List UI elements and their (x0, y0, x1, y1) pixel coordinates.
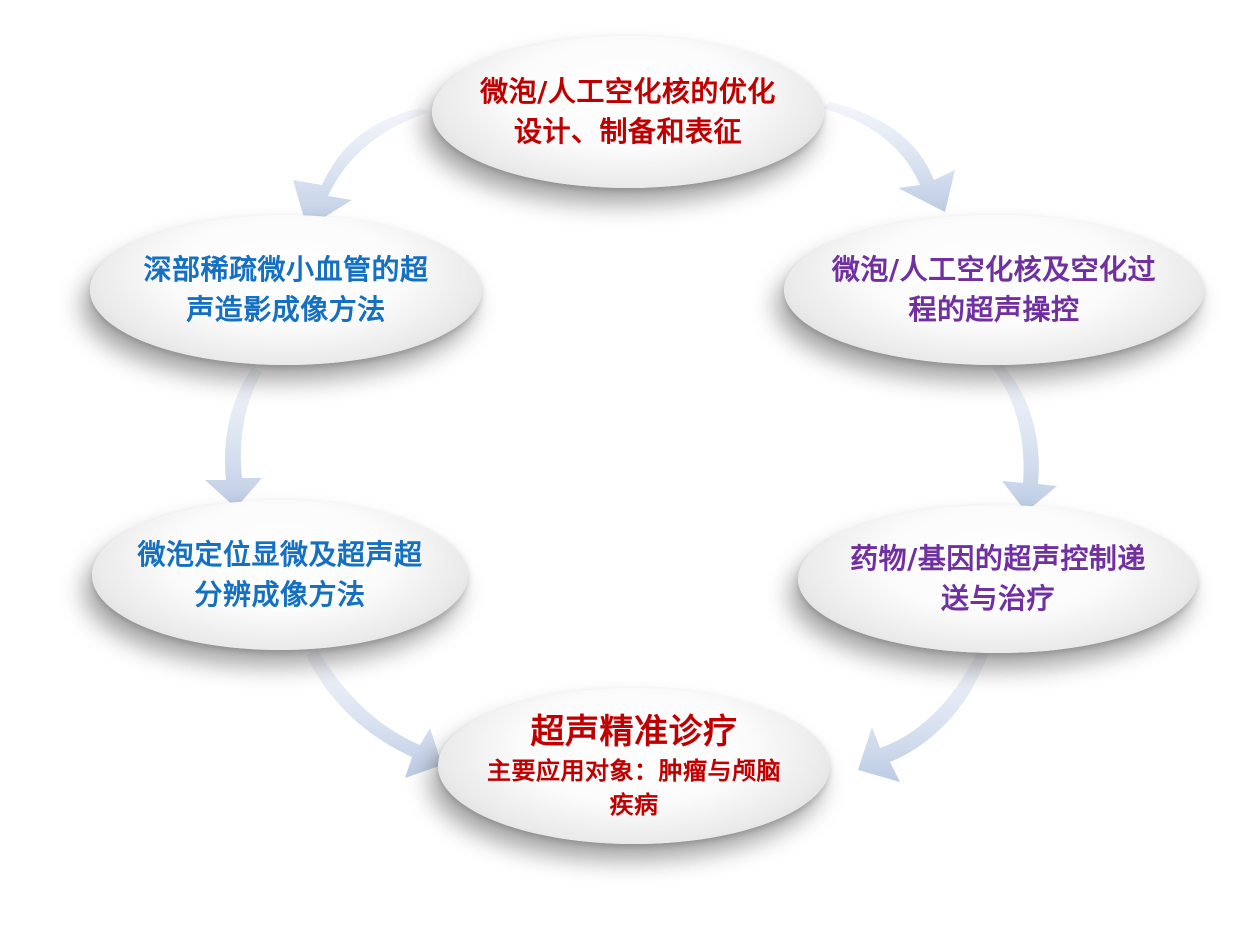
arrow-left-lower-to-bottom (306, 650, 442, 778)
node-right-upper: 微泡/人工空化核及空化过 程的超声操控 (784, 215, 1204, 365)
node-right-lower-line1: 药物/基因的超声控制递 (850, 542, 1146, 575)
node-left-lower-line2: 分辨成像方法 (194, 578, 366, 611)
node-left-upper: 深部稀疏微小血管的超 声造影成像方法 (90, 215, 482, 365)
arrow-top-to-left-upper (293, 108, 430, 228)
node-left-lower-line1: 微泡定位显微及超声超 (137, 538, 423, 571)
arrow-right-lower-to-bottom (858, 650, 988, 782)
node-right-upper-line1: 微泡/人工空化核及空化过 (831, 253, 1157, 286)
node-top-line1: 微泡/人工空化核的优化 (480, 75, 776, 108)
arrows-layer (205, 102, 1057, 782)
node-bottom-subtitle-line1: 主要应用对象：肿瘤与颅脑 (487, 757, 781, 785)
node-top-line2: 设计、制备和表征 (513, 115, 742, 148)
node-right-upper-line2: 程的超声操控 (908, 293, 1080, 326)
arrow-right-upper-to-right-lower (992, 364, 1057, 512)
node-top: 微泡/人工空化核的优化 设计、制备和表征 (432, 36, 824, 188)
node-bottom-subtitle-line2: 疾病 (609, 791, 659, 819)
node-bottom: 超声精准诊疗 主要应用对象：肿瘤与颅脑 疾病 (438, 688, 830, 844)
node-right-lower-line2: 送与治疗 (940, 582, 1055, 615)
node-left-upper-line2: 声造影成像方法 (186, 293, 386, 326)
node-bottom-title: 超声精准诊疗 (530, 712, 738, 752)
node-right-lower: 药物/基因的超声控制递 送与治疗 (798, 505, 1198, 653)
arrow-left-upper-to-left-lower (205, 368, 262, 508)
node-left-lower: 微泡定位显微及超声超 分辨成像方法 (92, 500, 468, 650)
arrow-top-to-right-upper (822, 102, 955, 212)
node-left-upper-line1: 深部稀疏微小血管的超 (143, 253, 429, 286)
